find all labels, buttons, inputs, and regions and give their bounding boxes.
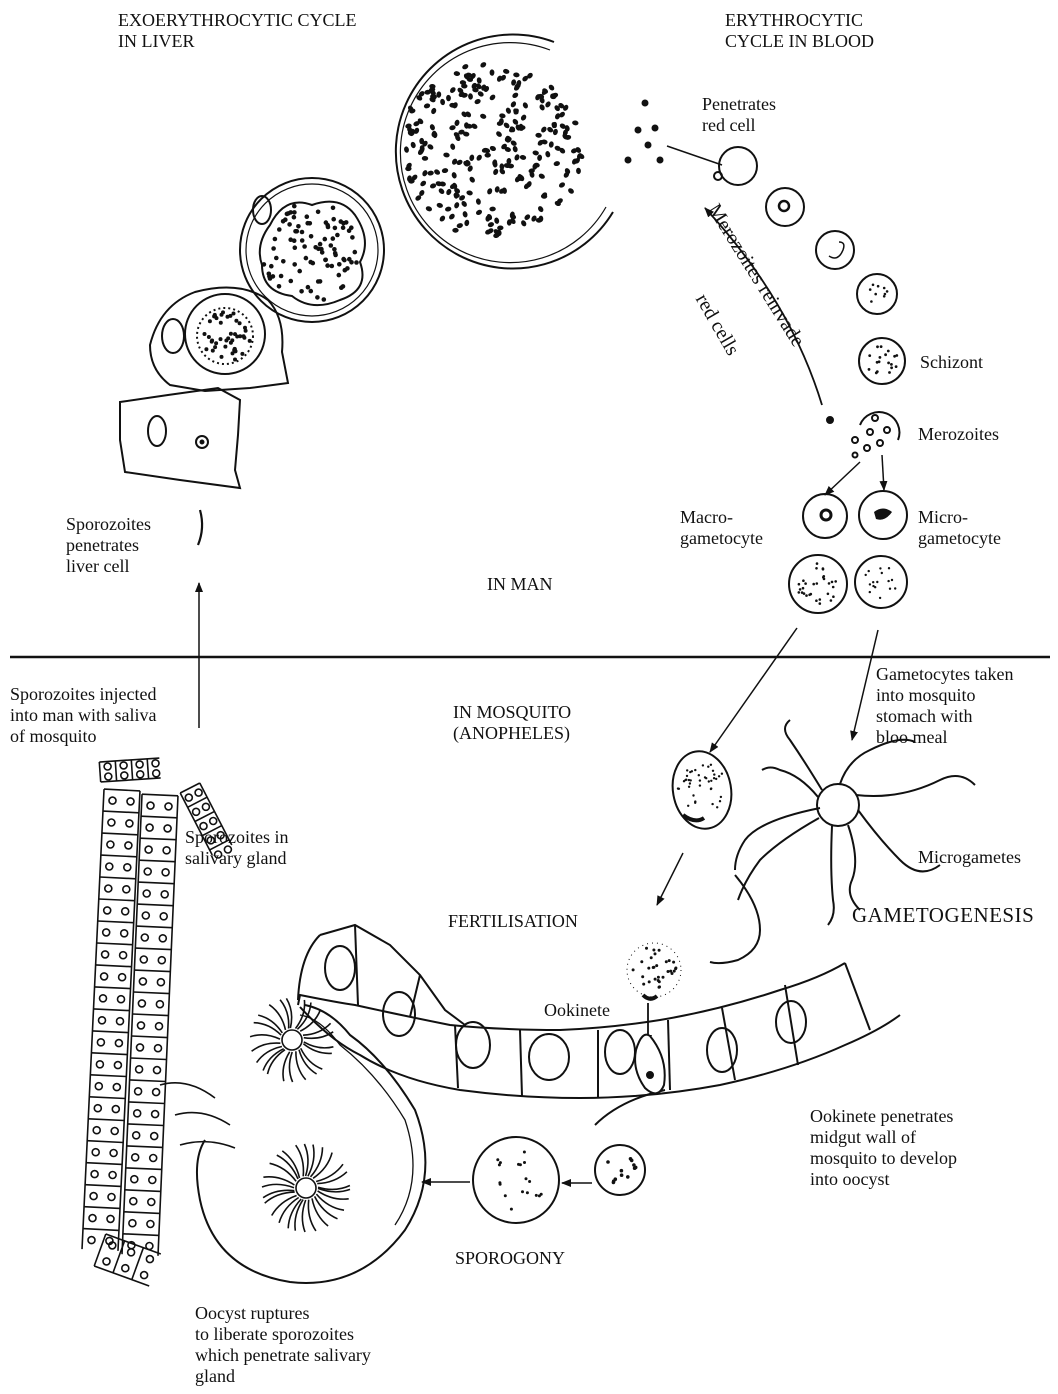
label-schizont: Schizont	[920, 352, 983, 373]
microgametocyte-cell	[859, 491, 907, 539]
label-microgametocyte: Micro- gametocyte	[918, 507, 1001, 549]
label-sporozoites-liver: Sporozoites penetrates liver cell	[66, 514, 151, 577]
heading-exoerythrocytic: EXOERYTHROCYTIC CYCLE IN LIVER	[118, 10, 357, 52]
label-merozoites: Merozoites	[918, 424, 999, 445]
trophozoite-cell	[816, 231, 854, 269]
label-ookinete-penetrates: Ookinete penetrates midgut wall of mosqu…	[810, 1106, 957, 1190]
schizont-cell	[859, 338, 905, 384]
label-sporozoites-salivary: Sporozoites in salivary gland	[185, 827, 289, 869]
heading-in-mosquito: IN MOSQUITO (ANOPHELES)	[453, 702, 571, 744]
ring-stage-cell	[766, 188, 804, 226]
label-sporozoites-injected: Sporozoites injected into man with saliv…	[10, 684, 156, 747]
label-oocyst-ruptures: Oocyst ruptures to liberate sporozoites …	[195, 1303, 371, 1387]
label-penetrates-red-cell: Penetrates red cell	[702, 94, 776, 136]
heading-erythrocytic: ERYTHROCYTIC CYCLE IN BLOOD	[725, 10, 874, 52]
developing-oocyst	[473, 1137, 559, 1223]
liver-cell-early	[120, 388, 240, 488]
label-fertilisation: FERTILISATION	[448, 911, 578, 932]
macrogamete	[667, 747, 738, 834]
label-microgametes: Microgametes	[918, 847, 1021, 868]
label-gametogenesis: GAMETOGENESIS	[852, 903, 1034, 927]
merozoites-released	[827, 412, 899, 457]
heading-in-man: IN MAN	[487, 574, 553, 595]
microgametocyte-mature	[855, 556, 907, 608]
liver-schizont-mature	[240, 178, 384, 322]
sporozoites-radiating	[160, 998, 350, 1232]
released-merozoites-liver	[403, 61, 663, 239]
label-ookinete: Ookinete	[544, 1000, 610, 1021]
red-cell-penetrated	[719, 147, 757, 185]
macrogametocyte-cell	[803, 494, 847, 538]
mature-oocyst-rupturing	[197, 1005, 425, 1283]
label-sporogony: SPOROGONY	[455, 1248, 565, 1269]
label-gametocytes-taken: Gametocytes taken into mosquito stomach …	[876, 664, 1013, 748]
sporozoite-shape	[198, 510, 202, 545]
label-macrogametocyte: Macro- gametocyte	[680, 507, 763, 549]
early-schizont-cell	[857, 274, 897, 314]
